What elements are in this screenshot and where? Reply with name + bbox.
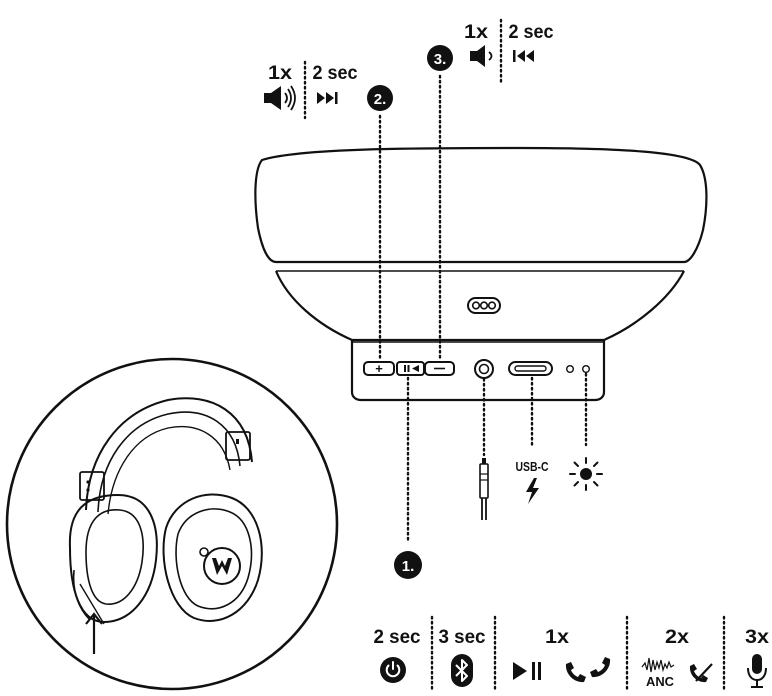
step2-hold: 2 sec — [313, 63, 358, 84]
step1-number: 1. — [402, 558, 415, 575]
play-call-count: 1x — [545, 627, 569, 648]
waveform-icon — [641, 657, 675, 673]
step2-number: 2. — [374, 91, 387, 108]
step2-press-once: 1x — [268, 63, 292, 84]
audio-jack-icon — [479, 458, 489, 520]
lightning-icon — [526, 478, 539, 504]
previous-track-icon — [513, 50, 534, 62]
mic-count: 3x — [745, 627, 769, 648]
step3-press-once: 1x — [464, 22, 488, 43]
power-duration: 2 sec — [374, 627, 421, 648]
led-indicator-1 — [566, 365, 575, 374]
volume-down-button[interactable] — [424, 361, 455, 376]
bluetooth-duration: 3 sec — [439, 627, 486, 648]
usb-c-label: USB-C — [516, 459, 549, 474]
usb-c-port — [508, 361, 553, 376]
volume-up-button[interactable]: + — [363, 361, 395, 376]
step1-callout: 1. — [394, 551, 422, 579]
led-light-icon — [569, 457, 603, 491]
next-track-icon — [317, 92, 338, 104]
speaker-icon — [470, 45, 493, 67]
phone-icon — [565, 657, 611, 683]
headphone-overview-inset — [5, 357, 339, 691]
speaker-waves-icon — [264, 85, 296, 111]
bottom-legend: 2 sec 3 sec 1x 2x ANC — [374, 615, 769, 694]
anc-label: ANC — [646, 674, 675, 689]
svg-text:+: + — [375, 361, 383, 376]
phone-reject-icon — [689, 663, 713, 683]
led-indicator-2 — [582, 365, 591, 374]
microphone-icon — [747, 654, 767, 688]
step3-number: 3. — [434, 51, 447, 68]
bluetooth-icon — [451, 654, 473, 687]
earcup-illustration — [254, 146, 708, 402]
step3-callout: 1x 2 sec 3. — [427, 18, 554, 84]
step2-callout: 1x 2 sec 2. — [264, 60, 393, 120]
anc-count: 2x — [665, 627, 689, 648]
audio-jack-port — [474, 359, 494, 379]
multifunction-button[interactable] — [396, 361, 425, 376]
step3-hold: 2 sec — [509, 22, 554, 43]
power-icon — [380, 657, 406, 683]
mode-slider[interactable] — [467, 297, 501, 314]
play-pause-icon — [513, 662, 541, 680]
